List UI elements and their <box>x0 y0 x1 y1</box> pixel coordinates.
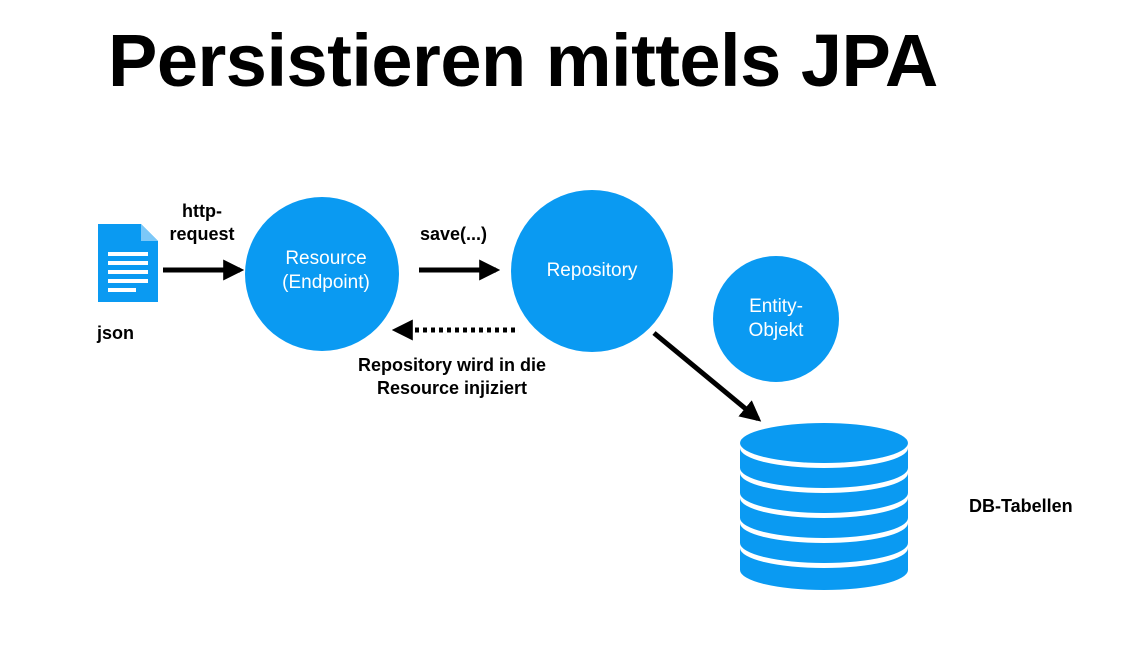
db-tables-label: DB-Tabellen <box>969 496 1073 516</box>
entity-node-label: Entity- Objekt <box>749 295 804 343</box>
resource-node-label-line1: Resource <box>285 248 367 269</box>
entity-node <box>713 256 839 382</box>
page-title: Persistieren mittels JPA <box>108 19 938 102</box>
http-request-label: http- request <box>163 200 241 246</box>
entity-node-label-line1: Entity- <box>749 296 803 317</box>
entity-node-label-line2: Objekt <box>748 320 804 341</box>
inject-label-line1: Repository wird in die <box>357 355 547 375</box>
inject-label-line2: Resource injiziert <box>376 378 528 398</box>
http-request-label-line2: request <box>169 224 235 244</box>
resource-node <box>245 197 399 351</box>
resource-node-label-line2: (Endpoint) <box>282 272 370 293</box>
inject-label: Repository wird in die Resource injizier… <box>338 354 566 400</box>
repository-node <box>511 190 673 352</box>
save-label: save(...) <box>420 224 488 244</box>
json-label: json <box>97 323 135 343</box>
document-icon <box>98 224 158 302</box>
http-request-label-line1: http- <box>182 201 222 221</box>
database-icon <box>740 423 908 590</box>
db-arrow <box>652 331 762 422</box>
resource-node-label: Resource (Endpoint) <box>282 247 370 295</box>
repository-node-label: Repository <box>546 260 638 281</box>
